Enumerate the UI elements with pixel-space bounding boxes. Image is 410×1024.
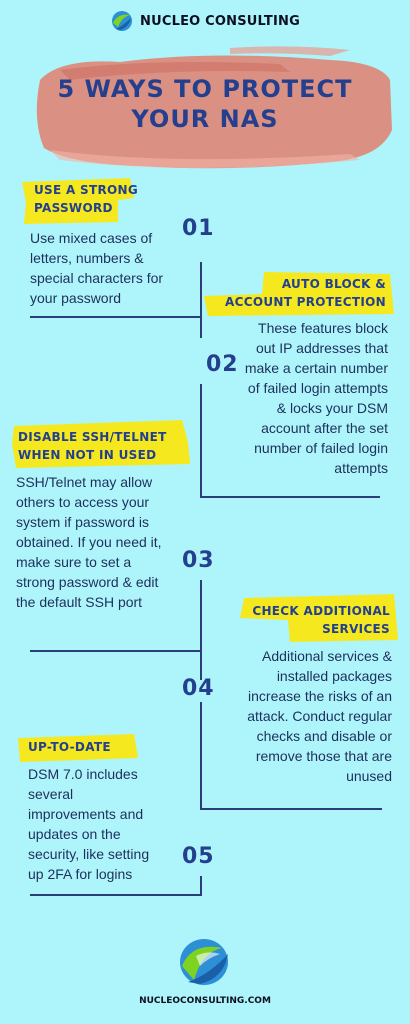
- heading-highlight: [240, 594, 398, 642]
- brand-name: NUCLEO CONSULTING: [140, 13, 300, 29]
- timeline-divider: [200, 384, 202, 498]
- tip-3-text: SSH/Telnet may allow others to access yo…: [16, 474, 162, 610]
- tip-1-number: 01: [182, 216, 215, 241]
- tip-5-text: DSM 7.0 includes several improvements an…: [28, 766, 150, 882]
- timeline-divider: [200, 808, 382, 810]
- tip-3-number: 03: [182, 548, 215, 573]
- title-line-1: 5 WAYS TO PROTECT: [57, 75, 353, 103]
- globe-swirl-icon: [112, 11, 133, 31]
- heading-highlight: [22, 178, 134, 224]
- tip-3-heading: DISABLE SSH/TELNET WHEN NOT IN USED: [18, 430, 167, 462]
- tip-2-heading: AUTO BLOCK & ACCOUNT PROTECTION: [225, 277, 386, 309]
- timeline-divider: [30, 316, 202, 318]
- globe-swirl-icon: [180, 939, 228, 985]
- tip-5-number: 05: [182, 844, 215, 869]
- tip-4-text: Additional services & installed packages…: [247, 648, 392, 784]
- page-title: 5 WAYS TO PROTECT YOUR NAS: [40, 74, 370, 134]
- tip-4-heading: CHECK ADDITIONAL SERVICES: [252, 604, 390, 636]
- brand-header: NUCLEO CONSULTING: [0, 8, 410, 34]
- tip-2-number: 02: [206, 352, 239, 377]
- timeline-divider: [30, 894, 202, 896]
- tip-1-heading: USE A STRONG PASSWORD: [34, 183, 138, 215]
- title-brush-stroke: [36, 46, 393, 169]
- footer-url[interactable]: NUCLEOCONSULTING.COM: [139, 996, 271, 1006]
- heading-highlight: [12, 420, 190, 468]
- heading-highlight: [18, 734, 138, 762]
- timeline-divider: [200, 262, 202, 338]
- timeline-divider: [30, 650, 202, 652]
- heading-highlight: [204, 272, 394, 316]
- tip-5-heading: UP-TO-DATE: [28, 740, 111, 754]
- timeline-divider: [200, 876, 202, 896]
- title-line-2: YOUR NAS: [131, 105, 279, 133]
- timeline-divider: [200, 496, 380, 498]
- timeline-divider: [200, 702, 202, 810]
- tip-4-number: 04: [182, 676, 215, 701]
- tip-1-text: Use mixed cases of letters, numbers & sp…: [30, 230, 164, 306]
- timeline-divider: [200, 580, 202, 680]
- tip-2-text: These features block out IP addresses th…: [244, 320, 388, 476]
